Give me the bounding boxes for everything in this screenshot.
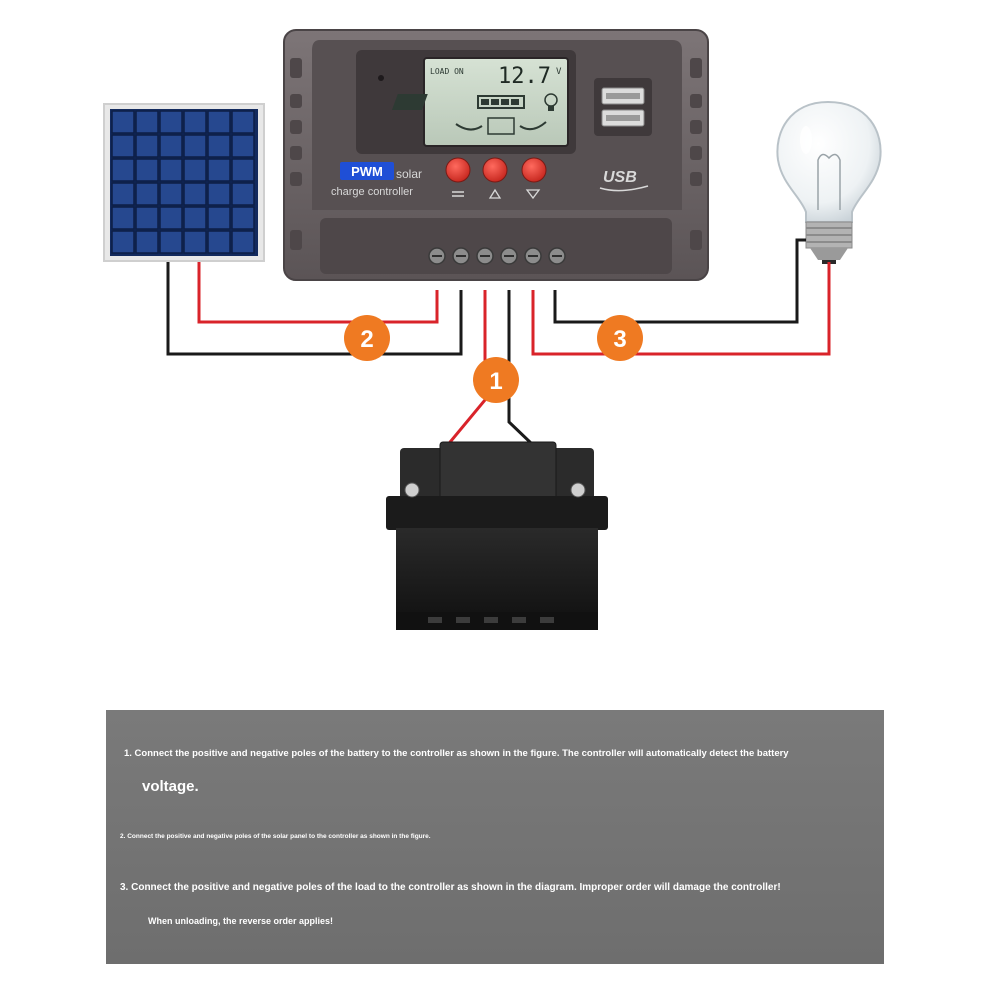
step-badge-2-label: 2 [360,326,373,353]
step-badge-3-label: 3 [613,326,626,353]
lcd-unit: V [556,67,562,77]
terminal-block [428,247,566,265]
brand-badge: PWM [351,164,383,179]
instruction-step-1: 1. Connect the positive and negative pol… [124,748,789,759]
instruction-panel: 1. Connect the positive and negative pol… [106,710,884,964]
lcd-battery-bar-icon [477,95,525,109]
lcd-voltage: 12.7 [498,64,551,89]
instruction-step-3: 3. Connect the positive and negative pol… [120,882,781,893]
lcd-panel-icon [391,94,428,110]
instruction-note: When unloading, the reverse order applie… [148,916,334,926]
charge-controller: LOAD ON 12.7 V PWM solar charge controll… [283,29,709,281]
instruction-step-1-continued: voltage. [142,778,199,795]
usb-label: USB [603,169,637,186]
up-button[interactable] [482,157,508,199]
step-badge-2: 2 [344,315,390,361]
lcd-bulb-icon [544,93,558,111]
step-badge-1: 1 [473,357,519,403]
menu-button[interactable] [445,157,471,197]
battery-icon [386,441,608,630]
instruction-step-2: 2. Connect the positive and negative pol… [120,833,431,840]
lcd-load-label: LOAD ON [430,67,464,76]
brand-badge-bg [340,162,394,180]
down-button[interactable] [521,157,547,200]
brand-line1: solar [396,167,422,181]
light-bulb-icon [776,100,882,264]
lcd-battery-icon [455,117,547,135]
step-badge-1-label: 1 [489,368,502,395]
brand-line2: charge controller [331,186,413,198]
usb-port-icon[interactable] [594,78,652,136]
solar-panel-icon [103,103,265,262]
step-badge-3: 3 [597,315,643,361]
